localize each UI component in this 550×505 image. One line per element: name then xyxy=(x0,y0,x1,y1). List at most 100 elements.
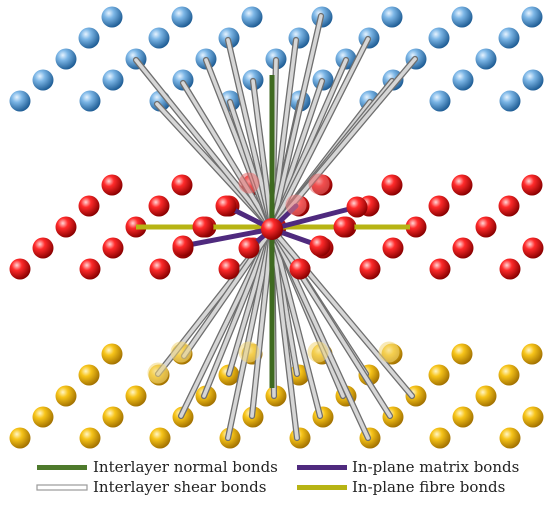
legend-fibre-swatch xyxy=(297,485,347,490)
middle-layer-particle xyxy=(101,174,123,196)
top-layer-particle xyxy=(522,69,544,91)
middle-layer-particle xyxy=(79,258,101,280)
shear-bond xyxy=(270,227,370,440)
middle-layer-particle xyxy=(499,258,521,280)
top-layer-particle xyxy=(55,48,77,70)
shear-bond xyxy=(134,58,274,231)
shear-bond xyxy=(270,227,414,398)
top-layer-particle xyxy=(451,6,473,28)
ghost-particle xyxy=(147,362,169,384)
shear-bond xyxy=(270,227,322,418)
bottom-layer-particle xyxy=(452,406,474,428)
shear-bond xyxy=(251,79,274,231)
shear-bond xyxy=(226,38,274,231)
middle-layer-particle xyxy=(333,216,355,238)
top-layer-particle xyxy=(78,27,100,49)
shear-bond xyxy=(270,38,298,231)
middle-layer-particle xyxy=(346,196,368,218)
middle-layer-particle xyxy=(451,174,473,196)
top-layer-particle xyxy=(148,27,170,49)
bottom-layer-particle xyxy=(522,406,544,428)
shear-bond xyxy=(270,14,323,231)
middle-layer-particle xyxy=(405,216,427,238)
top-layer-particle xyxy=(102,69,124,91)
ghost-particle xyxy=(238,172,260,194)
legend-fibre-label: In-plane fibre bonds xyxy=(352,478,505,496)
legend-matrix-label: In-plane matrix bonds xyxy=(352,458,519,476)
middle-layer-particle xyxy=(32,237,54,259)
middle-layer-particle xyxy=(359,258,381,280)
top-layer-particle xyxy=(9,90,31,112)
ghost-particle xyxy=(170,341,192,363)
top-layer-particle xyxy=(79,90,101,112)
top-layer-particle xyxy=(498,27,520,49)
middle-layer-particle xyxy=(452,237,474,259)
bottom-layer-particle xyxy=(9,427,31,449)
legend: Interlayer normal bonds Interlayer shear… xyxy=(36,458,519,496)
shear-bond xyxy=(181,81,274,231)
middle-layer-particle xyxy=(192,216,214,238)
top-layer-particle xyxy=(381,6,403,28)
bottom-layer-particle xyxy=(149,427,171,449)
legend-shear-label: Interlayer shear bonds xyxy=(93,478,266,496)
bonds-group xyxy=(132,12,419,442)
middle-layer-particle xyxy=(9,258,31,280)
legend-matrix-swatch xyxy=(297,465,347,470)
ghost-particle xyxy=(308,173,330,195)
middle-layer-particle xyxy=(428,195,450,217)
shear-bond xyxy=(250,227,274,418)
legend-shear-swatch xyxy=(36,484,88,491)
top-layer-particle xyxy=(428,27,450,49)
bottom-layer-particle xyxy=(451,343,473,365)
top-layer-particle xyxy=(499,90,521,112)
top-layer-particle xyxy=(171,6,193,28)
bottom-layer-particle xyxy=(521,343,543,365)
middle-layer-particle xyxy=(171,174,193,196)
bottom-layer-particle xyxy=(78,364,100,386)
middle-layer-particle xyxy=(238,237,260,259)
bottom-layer-particle xyxy=(499,427,521,449)
middle-layer-particle xyxy=(218,258,240,280)
middle-layer-particle xyxy=(289,258,311,280)
bottom-layer-particle xyxy=(125,385,147,407)
top-layer-particle xyxy=(429,90,451,112)
middle-layer-particle xyxy=(78,195,100,217)
middle-layer-particle xyxy=(102,237,124,259)
center-particle-group xyxy=(172,195,368,280)
bottom-layer-particle xyxy=(429,427,451,449)
bottom-layer-particle xyxy=(475,385,497,407)
ghost-particle xyxy=(378,341,400,363)
legend-normal-swatch xyxy=(37,465,87,470)
bottom-layer-particle xyxy=(102,406,124,428)
middle-layer-particle xyxy=(498,195,520,217)
ghost-particles xyxy=(147,172,400,384)
bottom-layer-particle xyxy=(32,406,54,428)
middle-layer-particle xyxy=(429,258,451,280)
top-layer-particle xyxy=(101,6,123,28)
bottom-layer-particle xyxy=(79,427,101,449)
middle-layer-particle xyxy=(382,237,404,259)
bottom-layer-particle xyxy=(101,343,123,365)
middle-layer-particle xyxy=(522,237,544,259)
middle-layer-particle xyxy=(381,174,403,196)
top-layer-particle xyxy=(288,27,310,49)
bottom-layer-particle xyxy=(428,364,450,386)
shear-bond xyxy=(270,227,299,440)
shear-bond xyxy=(270,37,370,231)
top-layer-particle xyxy=(521,6,543,28)
bottom-layer-particle xyxy=(498,364,520,386)
middle-layer-particle xyxy=(475,216,497,238)
ghost-particle xyxy=(307,341,329,363)
matrix-bond xyxy=(180,226,275,249)
middle-layer-particle xyxy=(309,235,331,257)
middle-layer-particle xyxy=(215,195,237,217)
top-layer-particle xyxy=(452,69,474,91)
middle-layer-particle xyxy=(149,258,171,280)
legend-normal-label: Interlayer normal bonds xyxy=(93,458,278,476)
center-particle xyxy=(261,218,283,240)
middle-layer-particle xyxy=(148,195,170,217)
middle-layer-particle xyxy=(172,235,194,257)
top-layer-particle xyxy=(241,6,263,28)
ghost-particle xyxy=(285,194,307,216)
